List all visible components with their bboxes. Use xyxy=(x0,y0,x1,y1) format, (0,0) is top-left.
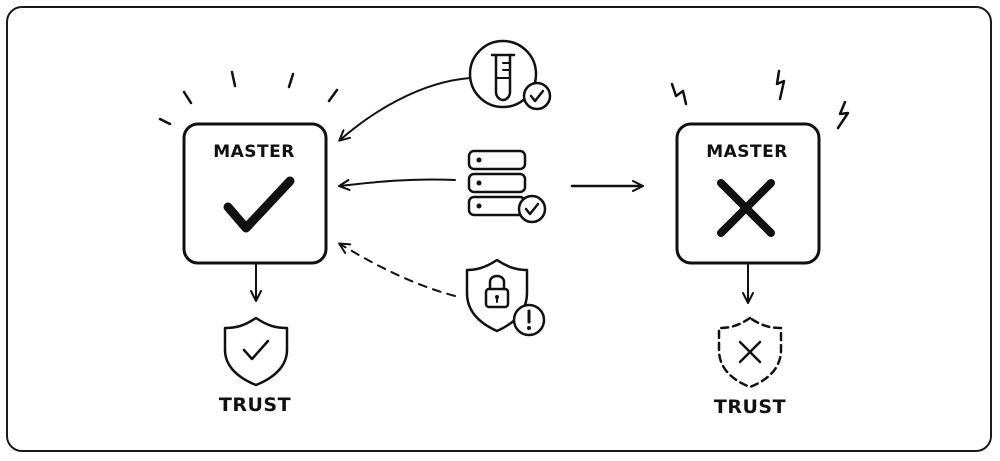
right-master-lightning-bolts xyxy=(670,69,850,130)
right-master-box: MASTER xyxy=(675,122,821,265)
left-master-rays xyxy=(158,70,339,126)
left-trust-shield-icon xyxy=(223,316,289,387)
right-master-title: MASTER xyxy=(706,142,788,162)
left-master-title: MASTER xyxy=(213,142,295,162)
test-tube-check-icon xyxy=(468,39,552,111)
server-check-icon xyxy=(467,149,547,224)
shield-to-master-dashed-arrow xyxy=(338,242,456,297)
server-to-master-arrow xyxy=(338,178,456,191)
right-trust-label: TRUST xyxy=(714,396,786,418)
test-tube-to-master-arrow xyxy=(338,77,471,142)
left-trust-label: TRUST xyxy=(219,394,291,416)
right-broken-trust-shield-icon xyxy=(717,316,783,389)
x-mark-icon xyxy=(717,179,775,237)
check-mark-icon xyxy=(223,176,295,233)
left-master-box: MASTER xyxy=(182,122,328,265)
shield-lock-warning-icon xyxy=(465,258,546,337)
